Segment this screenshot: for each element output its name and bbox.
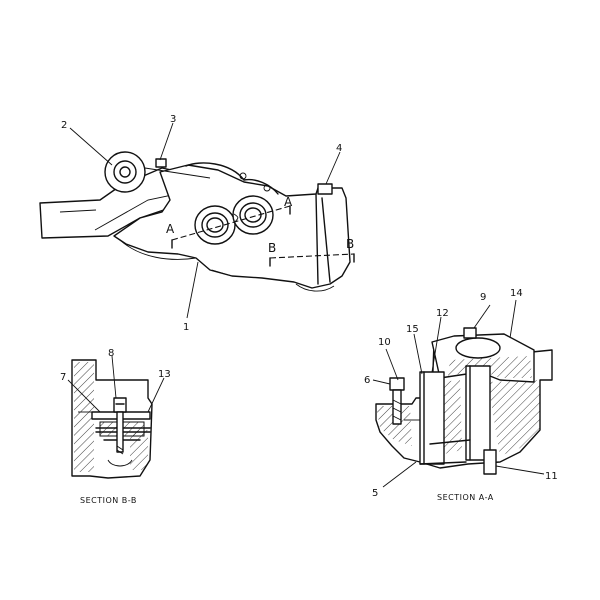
bolt-shank xyxy=(392,389,402,425)
section-mark-b-right: B xyxy=(346,237,354,251)
section-line-b xyxy=(269,253,355,259)
section-markers: A A B B xyxy=(166,195,354,255)
callout-numbers: 1 2 3 4 5 6 7 8 9 10 11 12 13 14 15 xyxy=(60,114,558,499)
callout-5: 5 xyxy=(372,488,378,499)
section-captions: SECTION B-B SECTION A-A xyxy=(80,493,494,505)
callout-6: 6 xyxy=(364,375,370,386)
callout-11: 11 xyxy=(545,471,558,482)
screw xyxy=(113,397,127,413)
callout-12: 12 xyxy=(436,308,449,319)
caption-section-aa: SECTION A-A xyxy=(437,493,494,502)
section-bb-view xyxy=(71,359,153,479)
callout-3: 3 xyxy=(170,114,176,125)
section-mark-a-left: A xyxy=(166,222,175,236)
callout-15: 15 xyxy=(406,324,419,335)
bolt-head xyxy=(389,377,405,391)
callout-10: 10 xyxy=(378,337,391,348)
cover-screw xyxy=(463,327,477,339)
leader-lines xyxy=(67,122,545,488)
top-cap xyxy=(317,183,333,195)
caption-section-bb: SECTION B-B xyxy=(80,496,137,505)
callout-13: 13 xyxy=(158,369,171,380)
callout-7: 7 xyxy=(60,372,66,383)
callout-4: 4 xyxy=(336,143,342,154)
pin xyxy=(155,158,167,168)
section-aa-view xyxy=(375,327,553,475)
callout-8: 8 xyxy=(108,348,114,359)
cover-oval-opening xyxy=(455,337,501,359)
callout-9: 9 xyxy=(480,292,486,303)
section-line-a xyxy=(171,205,291,241)
section-mark-a-right: A xyxy=(284,195,293,209)
callout-1: 1 xyxy=(183,322,189,333)
callout-14: 14 xyxy=(510,288,523,299)
callout-2: 2 xyxy=(61,120,67,131)
section-mark-b-left: B xyxy=(268,241,276,255)
main-assembly-view xyxy=(39,151,355,292)
valve-stem xyxy=(483,449,497,475)
